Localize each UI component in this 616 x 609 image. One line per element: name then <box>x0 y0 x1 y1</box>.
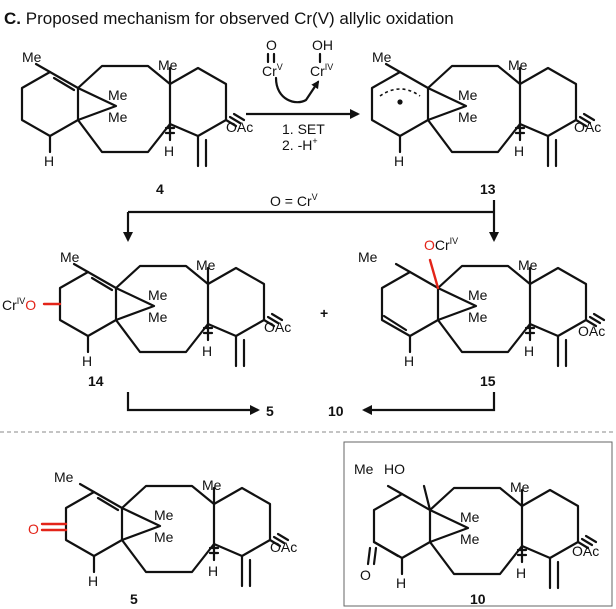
compound-label-4: 4 <box>156 181 164 197</box>
me-label-4d: Me <box>108 109 128 125</box>
product-10-box <box>343 441 613 607</box>
h-label-10a: H <box>396 575 406 591</box>
me-label-5a: Me <box>54 469 74 485</box>
figure-title: C. Proposed mechanism for observed Cr(V)… <box>4 9 454 28</box>
me-label-15d: Me <box>468 309 488 325</box>
oac-label-10: OAc <box>572 543 599 559</box>
me-label-13d: Me <box>458 109 478 125</box>
me-label-10c: Me <box>460 509 480 525</box>
me-label-5b: Me <box>202 477 222 493</box>
me-label-14a: Me <box>60 249 80 265</box>
panel-title: Proposed mechanism for observed Cr(V) al… <box>26 9 454 28</box>
compound-label-14: 14 <box>88 373 104 389</box>
oac-label-4: OAc <box>226 119 253 135</box>
compound-4-structure <box>20 62 246 168</box>
h-label-5a: H <box>88 573 98 589</box>
h-label-15b: H <box>524 343 534 359</box>
h-label-14a: H <box>82 353 92 369</box>
me-label-13a: Me <box>372 49 392 65</box>
branch-arrow <box>123 200 499 242</box>
cr-iv-label: CrIV <box>310 62 333 79</box>
h-label-13b: H <box>514 143 524 159</box>
compound-15-structure <box>380 258 606 368</box>
h-label-10b: H <box>516 565 526 581</box>
ketone-o-label-10: O <box>360 567 371 583</box>
h-label-15a: H <box>404 353 414 369</box>
ho-label-10: HO <box>384 461 405 477</box>
h-label-4a: H <box>44 153 54 169</box>
result-arrows <box>126 392 496 415</box>
me-label-13b: Me <box>508 57 528 73</box>
h-label-5b: H <box>208 563 218 579</box>
step-1-label: 1. SET <box>282 121 325 137</box>
ketone-o-label-5: O <box>28 521 39 537</box>
compound-13-structure <box>370 62 596 168</box>
cr-v-label: CrV <box>262 62 283 79</box>
compound-5-structure <box>40 482 290 588</box>
me-label-4a: Me <box>22 49 42 65</box>
compound-10-structure <box>366 484 598 590</box>
compound-label-15: 15 <box>480 373 496 389</box>
me-label-5c: Me <box>154 507 174 523</box>
result-product-5: 5 <box>266 403 274 419</box>
me-label-4b: Me <box>158 57 178 73</box>
result-product-10: 10 <box>328 403 344 419</box>
step-2-label: 2. -H+ <box>282 136 318 153</box>
h-label-14b: H <box>202 343 212 359</box>
me-label-5d: Me <box>154 529 174 545</box>
me-label-14b: Me <box>196 257 216 273</box>
compound-label-5: 5 <box>130 591 138 607</box>
oac-label-14: OAc <box>264 319 291 335</box>
plus-sign: + <box>320 305 328 321</box>
cr-iv-o-label-14: CrIVO <box>2 296 36 313</box>
oac-label-15: OAc <box>578 323 605 339</box>
me-label-14d: Me <box>148 309 168 325</box>
oh-label: OH <box>312 37 333 53</box>
top-reaction-arrow <box>246 76 360 119</box>
panel-letter: C. <box>4 9 21 28</box>
me-label-13c: Me <box>458 87 478 103</box>
me-label-15b: Me <box>518 257 538 273</box>
o-cr-iv-label-15: OCrIV <box>424 236 458 253</box>
h-label-13a: H <box>394 153 404 169</box>
me-label-14c: Me <box>148 287 168 303</box>
compound-14-structure <box>42 262 284 368</box>
compound-label-10: 10 <box>470 591 486 607</box>
me-label-10b: Me <box>510 479 530 495</box>
compound-label-13: 13 <box>480 181 496 197</box>
me-label-10d: Me <box>460 531 480 547</box>
oac-label-5: OAc <box>270 539 297 555</box>
oxo-o-label: O <box>266 37 277 53</box>
me-label-15c: Me <box>468 287 488 303</box>
oac-label-13: OAc <box>574 119 601 135</box>
me-label-10a: Me <box>354 461 374 477</box>
branch-reagent-label: O = CrV <box>270 192 318 209</box>
me-label-15a: Me <box>358 249 378 265</box>
me-label-4c: Me <box>108 87 128 103</box>
h-label-4b: H <box>164 143 174 159</box>
